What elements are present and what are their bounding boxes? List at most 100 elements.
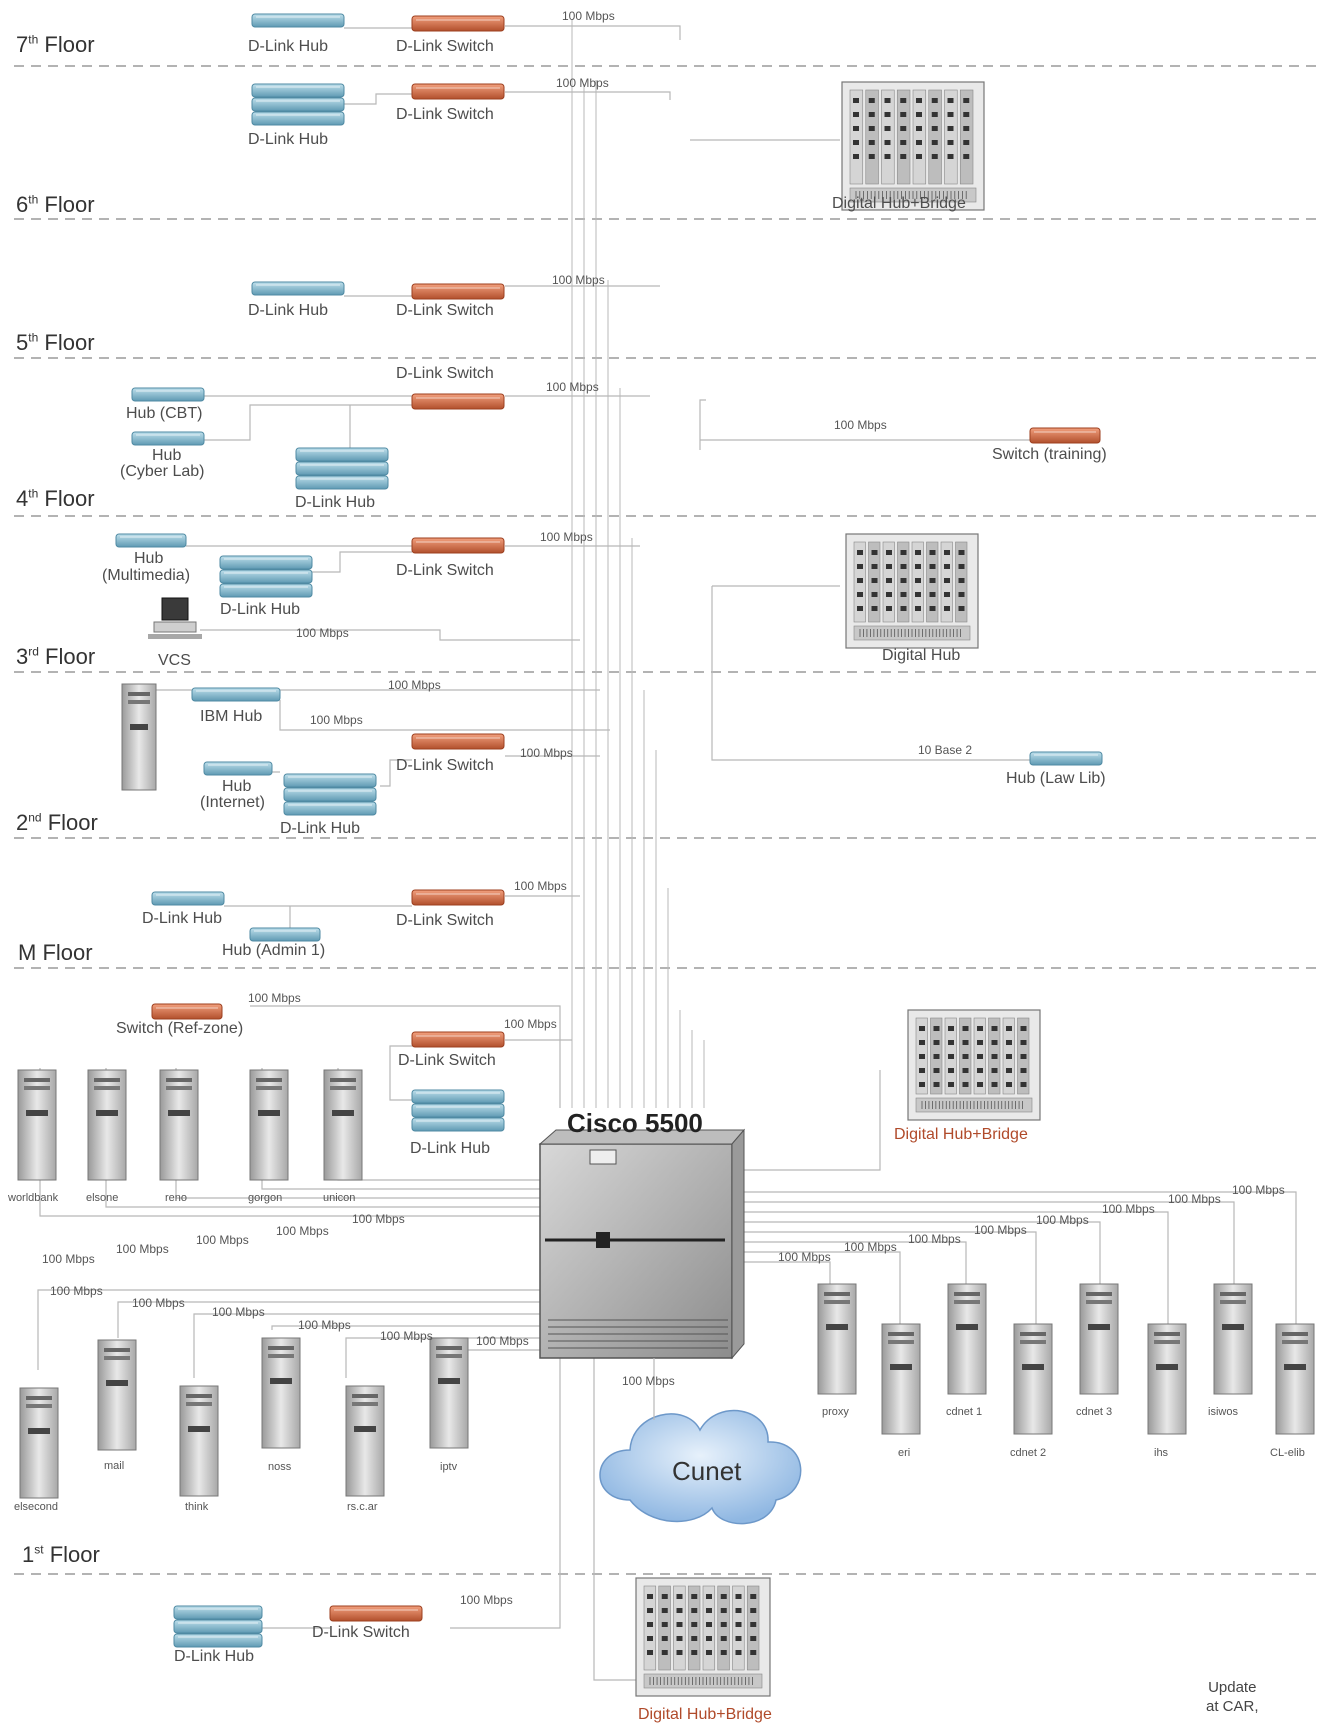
f6-digital-hub-icon-led6-2 [947,126,954,131]
server-left-bot-icon-5-slot2 [436,1354,462,1358]
g-digital-hub-icon-led6-4 [735,1650,742,1655]
server-left-top-icon-0-drive [26,1110,48,1116]
server-clelib-label: CL-elib [1270,1447,1305,1459]
f4-hub-cbt-label: Hub (CBT) [126,405,203,422]
g-digital-label: Digital Hub+Bridge [638,1706,772,1723]
speed-cdnet3: 100 Mbps [1036,1213,1089,1227]
server-right-icon-5-drive [1156,1364,1178,1370]
f1-digital-hub-icon-led5-4 [991,1082,998,1087]
f1-refzone-label: Switch (Ref-zone) [116,1020,244,1037]
f6-digital-hub-icon-led5-3 [931,140,938,145]
f6-digital-hub-icon-led1-3 [868,140,875,145]
f5-switch-icon [411,283,505,300]
g-digital-hub-icon-led5-1 [720,1608,727,1613]
g-digital-hub-icon-card0 [643,1585,657,1671]
f2-ibm-label: IBM Hub [200,708,263,725]
f4-hub-cyber-label-2: (Cyber Lab) [120,463,205,480]
link-right-4 [720,1221,1101,1290]
f2-dlink-hub-label: D-Link Hub [280,820,361,837]
m-hub-label: D-Link Hub [142,910,223,927]
cisco-chassis-icon [539,1143,733,1359]
f1-digital-hub-icon-led3-4 [962,1082,969,1087]
f7-switch-icon [411,15,505,32]
f3-digital-hub-icon-led6-3 [944,592,950,597]
server-right-icon-5-slot2 [1154,1340,1180,1344]
f4-switch-training-icon [1029,427,1101,444]
wire-f7 [505,25,681,40]
server-left-bot-icon-2-slot1 [186,1394,212,1398]
f2-hub-inet-label-2: (Internet) [200,794,265,811]
speed-noss: 100 Mbps [298,1318,351,1332]
f1-digital-hub-icon-led4-1 [977,1040,983,1045]
update-note: Update at CAR, [1206,1678,1259,1716]
f3-digital-hub-icon-led7-0 [958,550,965,555]
f3-digital-hub-icon-led2-2 [886,578,892,583]
f5-hub-icon [251,281,345,296]
f5-switch-label: D-Link Switch [396,302,494,319]
f4-hub-cyber-icon [131,431,205,446]
floor-label-4: 4th Floor [16,486,95,511]
f3-digital-hub-icon-led0-0 [857,550,863,555]
f2-server-icon [121,683,157,791]
f1-digital-hub-icon-led2-1 [948,1040,954,1045]
g-digital-hub-icon-card1 [658,1585,671,1671]
f4-switch-label: D-Link Switch [396,365,494,382]
f1-digital-hub-icon-led7-0 [1020,1026,1027,1031]
f1-digital-hub-icon-led1-4 [933,1082,940,1087]
g-digital-hub-icon-card7 [746,1585,760,1671]
f3-digital-hub-icon-led6-4 [944,606,950,611]
vcs-base-icon [153,621,197,633]
g-digital-hub-icon-led4-0 [706,1594,712,1599]
speed-mail: 100 Mbps [132,1296,185,1310]
f1-digital-hub-icon-led1-0 [933,1026,940,1031]
server-left-bot-icon-5-slot1 [436,1346,462,1350]
f1-digital-hub-icon-led4-0 [977,1026,983,1031]
f6-hub-icon-1 [251,97,345,112]
speed-iptv: 100 Mbps [476,1334,529,1348]
server-right-icon-4-drive [1088,1324,1110,1330]
f6-digital-hub-icon-led0-0 [853,98,859,103]
f2-speed-label-b: 100 Mbps [520,746,573,760]
g-digital-hub-icon-led7-0 [750,1594,757,1599]
server-left-top-icon-4-slot2 [330,1086,356,1090]
f3-hub-mm-icon [115,533,187,548]
server-right-icon-6-slot1 [1220,1292,1246,1296]
f4-dlink-hub-icon-2 [295,475,389,490]
server-right-icon-3-slot1 [1020,1332,1046,1336]
server-left-top-icon-2-drive [168,1110,190,1116]
f2-dlink-hub-icon-2 [283,801,377,816]
g-digital-hub-icon-card4 [702,1585,716,1671]
f3-dlink-hub-icon-2 [219,583,313,598]
f3-digital-hub-icon-led0-1 [857,564,863,569]
server-right-icon-0-slot1 [824,1292,850,1296]
g-digital-hub-icon-led0-0 [647,1594,653,1599]
server-left-bot-icon-3-drive [270,1378,292,1384]
f3-hub-mm-label-2: (Multimedia) [102,567,191,584]
g-digital-hub-icon-card6 [732,1585,745,1671]
vcs-monitor-icon [161,597,189,621]
f5-hub-label: D-Link Hub [248,302,329,319]
server-left-bot-icon-1-slot2 [104,1356,130,1360]
server-left-top-icon-1-drive [96,1110,118,1116]
f6-digital-label: Digital Hub+Bridge [832,195,966,212]
f3-digital-hub-icon-led5-0 [929,550,936,555]
f4-training-speed-label: 100 Mbps [834,418,887,432]
server-isiwos-label: isiwos [1208,1406,1238,1418]
server-left-bot-icon-5-drive [438,1378,460,1384]
server-gorgon-label: gorgon [248,1192,283,1204]
cunet-cloud-icon [599,1409,802,1525]
link-f4-cyber [204,404,412,441]
f6-switch-icon [411,83,505,100]
link-f1-hub [389,1045,420,1101]
f6-digital-hub-icon-card5 [928,89,942,185]
server-right-icon-7-slot2 [1282,1340,1308,1344]
f6-digital-hub-icon-led0-4 [853,154,859,159]
g-digital-hub-icon-led4-1 [706,1608,712,1613]
link-f3-dlink [312,551,412,573]
f1-digital-label: Digital Hub+Bridge [894,1126,1028,1143]
f4-switch-training-label: Switch (training) [992,446,1107,463]
f6-switch-label: D-Link Switch [396,106,494,123]
server-right-icon-6-slot2 [1220,1300,1246,1304]
f6-digital-hub-icon-led2-0 [884,98,891,103]
